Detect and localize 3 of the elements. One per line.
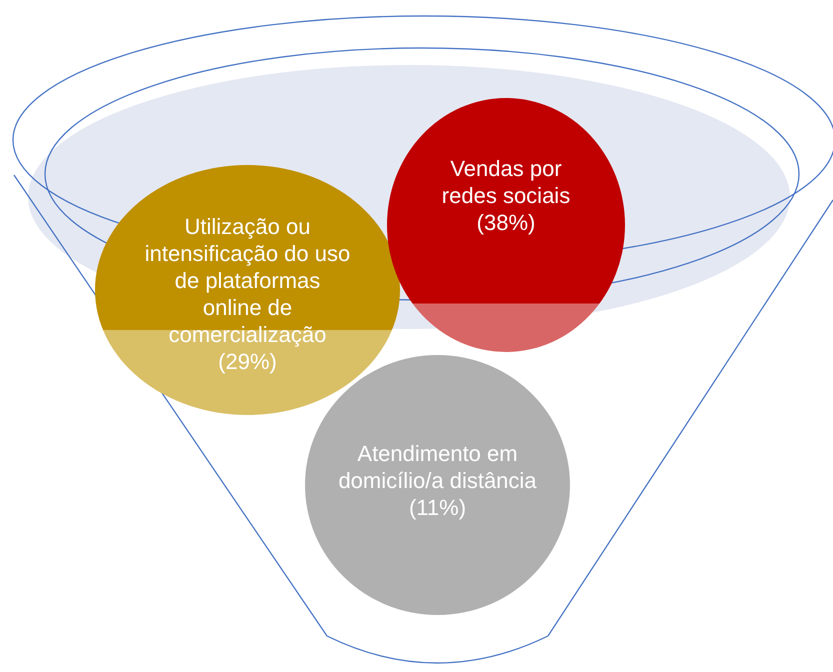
circle-label: Utilização ou intensificação do uso de plataformas online de comercialização (29%) — [144, 213, 352, 375]
circle-label: Vendas por redes sociais (38%) — [440, 154, 572, 236]
circle-label: Atendimento em domicílio/a distância (11%) — [337, 440, 538, 520]
